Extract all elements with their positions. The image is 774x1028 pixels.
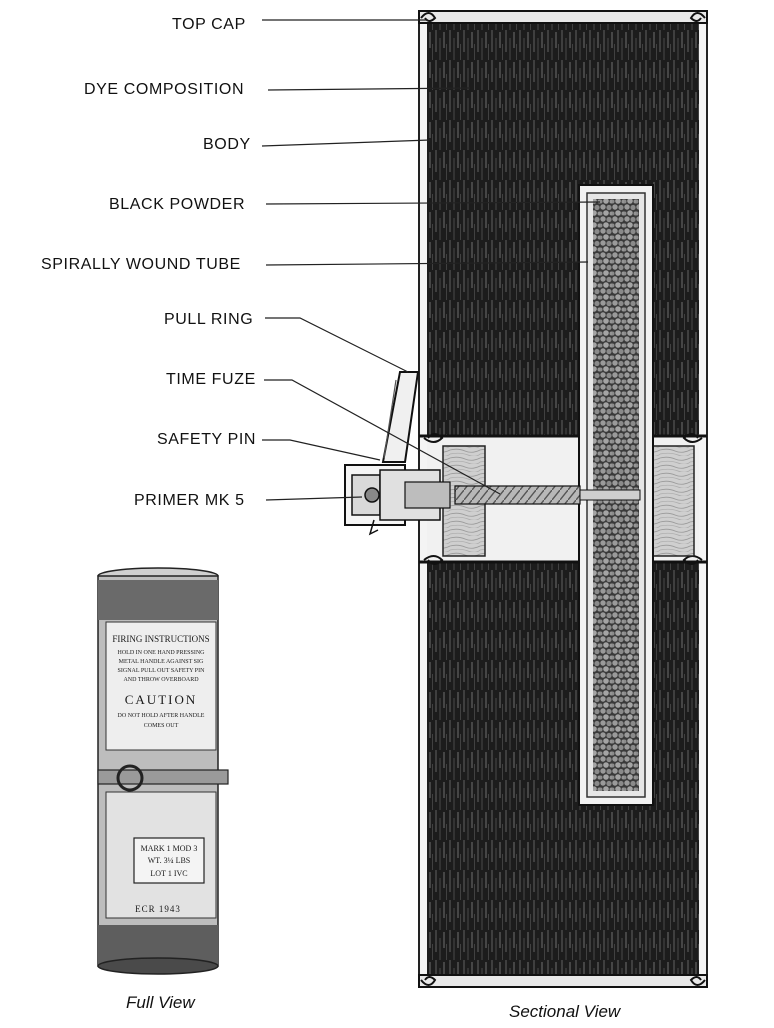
instr-line-3: SIGNAL PULL OUT SAFETY PIN <box>118 668 206 674</box>
caution-title: CAUTION <box>125 692 198 707</box>
safety-pin <box>368 519 379 536</box>
label-black-powder: BLACK POWDER <box>109 196 246 213</box>
handle-band <box>97 769 229 785</box>
instructions-title: FIRING INSTRUCTIONS <box>112 634 209 644</box>
label-top-cap: TOP CAP <box>172 16 246 33</box>
wood-plug-right <box>647 445 695 557</box>
bottom-cap-curl-right <box>689 976 706 986</box>
mark-line-1: MARK 1 MOD 3 <box>141 844 198 853</box>
full-view-pull-ring <box>116 764 144 792</box>
instructions-label <box>105 621 217 751</box>
mark-label <box>133 837 205 884</box>
time-fuze <box>454 485 581 505</box>
label-safety-pin: SAFETY PIN <box>157 431 257 448</box>
full-view: FIRING INSTRUCTIONS HOLD IN ONE HAND PRE… <box>97 567 229 975</box>
caption-sectional-view: Sectional View <box>509 1002 621 1021</box>
top-cap-curl-right <box>689 12 706 22</box>
label-spirally-wound-tube: SPIRALLY WOUND TUBE <box>41 256 241 273</box>
bottom-cap <box>418 974 708 988</box>
instr-line-2: METAL HANDLE AGAINST SIG <box>119 659 204 665</box>
pull-ring <box>381 371 420 463</box>
mark-line-3: LOT 1 IVC <box>150 869 187 878</box>
instr-line-4: AND THROW OVERBOARD <box>123 677 199 683</box>
caution-line-1: DO NOT HOLD AFTER HANDLE <box>118 713 205 719</box>
label-time-fuze: TIME FUZE <box>166 371 256 388</box>
instr-line-1: HOLD IN ONE HAND PRESSING <box>118 650 206 656</box>
bottom-cap-curl-left <box>420 976 437 986</box>
label-dye-composition: DYE COMPOSITION <box>84 81 245 98</box>
mark-line-2: WT. 3¼ LBS <box>148 856 191 865</box>
caution-line-2: COMES OUT <box>144 723 179 729</box>
label-primer: PRIMER MK 5 <box>134 492 245 509</box>
top-cap <box>418 10 708 24</box>
caption-full-view: Full View <box>126 993 195 1012</box>
leader-lines <box>261 19 601 501</box>
label-pull-ring: PULL RING <box>164 311 254 328</box>
sectional-view <box>344 10 708 988</box>
maker-mark: ECR 1943 <box>135 904 181 914</box>
label-body: BODY <box>203 136 251 153</box>
